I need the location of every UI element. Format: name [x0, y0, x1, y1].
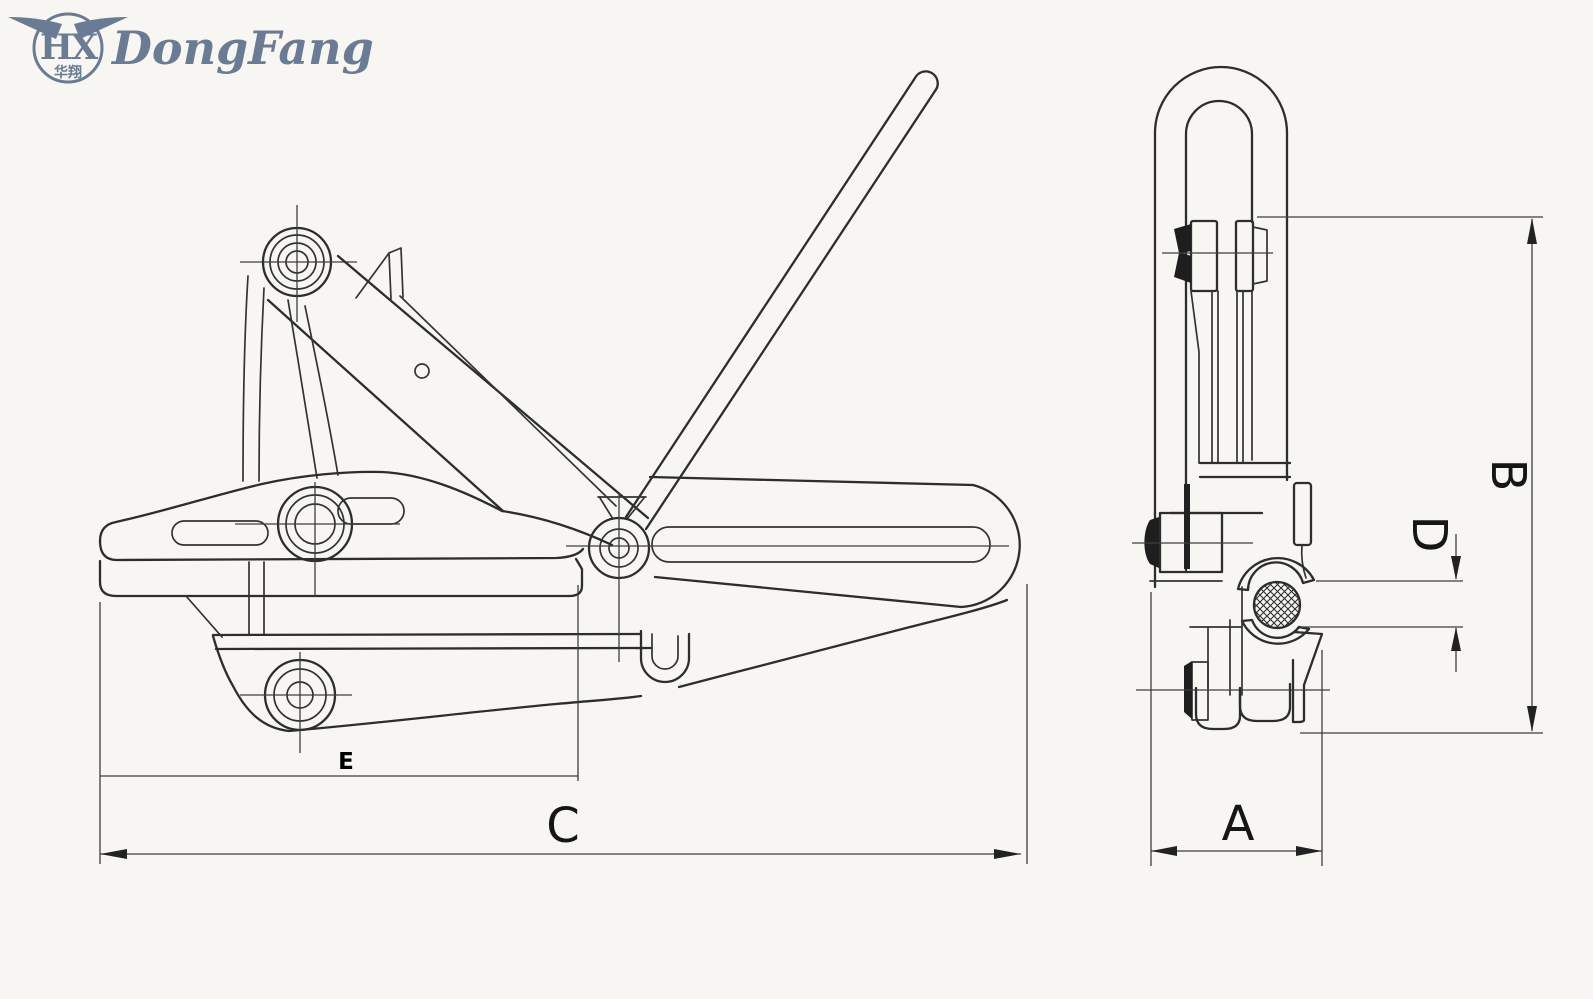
- side-view-centerlines: [566, 493, 1009, 662]
- shackle-bail: [1153, 65, 1289, 589]
- lower-jaw-top-lines: [211, 632, 654, 651]
- logo-chinese-text: 华翔: [54, 64, 82, 81]
- top-pivot-centerlines: [240, 205, 357, 322]
- dim-label-e: E: [338, 749, 354, 775]
- arm-hole: [414, 363, 430, 379]
- cable-cross-section: [1252, 580, 1302, 630]
- lower-jaw-links: [185, 561, 265, 638]
- upper-body-slot-left: [171, 520, 269, 546]
- upper-jaw-body: [98, 470, 614, 598]
- pin-tab-left: [1189, 219, 1219, 293]
- extension-lines-end: [1150, 216, 1543, 866]
- lower-bolt-centerlines: [240, 652, 352, 753]
- dim-label-d: D: [1401, 516, 1457, 553]
- logo-brand-name: DongFang: [110, 21, 374, 75]
- tail-top-edge: [648, 475, 975, 487]
- upper-body-slot-right: [337, 497, 405, 525]
- swing-arm-lower-edge: [266, 298, 505, 513]
- tail-slot: [651, 526, 991, 563]
- mid-bolt-centerlines: [235, 482, 400, 597]
- bail-inner: [1184, 99, 1254, 572]
- logo-left-wing-icon: [8, 17, 62, 39]
- foot-left: [1194, 686, 1242, 731]
- foot-right: [1238, 682, 1292, 723]
- bar-link: [1300, 544, 1307, 579]
- lower-jaw-groove: [1240, 618, 1311, 645]
- extension-lines-side: [99, 584, 1028, 864]
- pivot-link-plates: [242, 275, 339, 482]
- body-column: [1190, 290, 1253, 464]
- top-pivot-bolt: [240, 205, 357, 322]
- dim-label-c: C: [546, 798, 580, 854]
- lower-right-bracket: [1291, 630, 1324, 724]
- arm-tab-strip: [388, 247, 404, 298]
- upper-body-top-edge: [98, 470, 504, 543]
- upper-jaw-groove: [1236, 557, 1316, 592]
- right-guide-bar: [1292, 481, 1313, 547]
- lower-body: [1136, 586, 1330, 731]
- handle-lever: [597, 70, 939, 531]
- end-view: [1132, 65, 1330, 731]
- brand-logo: HX 华翔 DongFang: [8, 12, 374, 84]
- logo-monogram: HX: [40, 27, 99, 68]
- dimensions: E C A B D: [99, 216, 1543, 866]
- swing-arm: [266, 247, 650, 520]
- jaw-housing: [1132, 461, 1316, 645]
- logo-circle-icon: [32, 12, 104, 84]
- lower-jaw-tail-curve: [677, 598, 1009, 689]
- body-tail: [648, 475, 1021, 609]
- logo-right-wing-icon: [74, 17, 128, 39]
- lower-jaw: [185, 561, 1009, 753]
- dim-d-arrows: [1451, 556, 1461, 651]
- tail-round-end: [959, 483, 1021, 609]
- jaw-hook-outer: [639, 629, 691, 684]
- dim-label-a: A: [1222, 796, 1255, 852]
- upper-body-bottom-edge: [98, 539, 585, 562]
- top-pin-assembly: [1162, 219, 1273, 293]
- pin-bracket: [1252, 226, 1268, 285]
- upper-body-flange: [98, 557, 584, 598]
- dim-label-b: B: [1480, 459, 1536, 492]
- side-view: [98, 70, 1021, 753]
- pin-tab-right: [1234, 219, 1255, 293]
- bail-outer: [1153, 65, 1289, 589]
- tail-bottom-edge: [653, 575, 963, 609]
- cam-plate-edge: [399, 295, 617, 507]
- lower-block-lines: [1189, 586, 1243, 696]
- jaw-hook-inner: [651, 633, 679, 670]
- handle-fork: [597, 496, 647, 520]
- upper-body-edge-to-pivot: [500, 509, 614, 547]
- lower-washer: [1191, 661, 1209, 721]
- handle-outline: [624, 70, 939, 531]
